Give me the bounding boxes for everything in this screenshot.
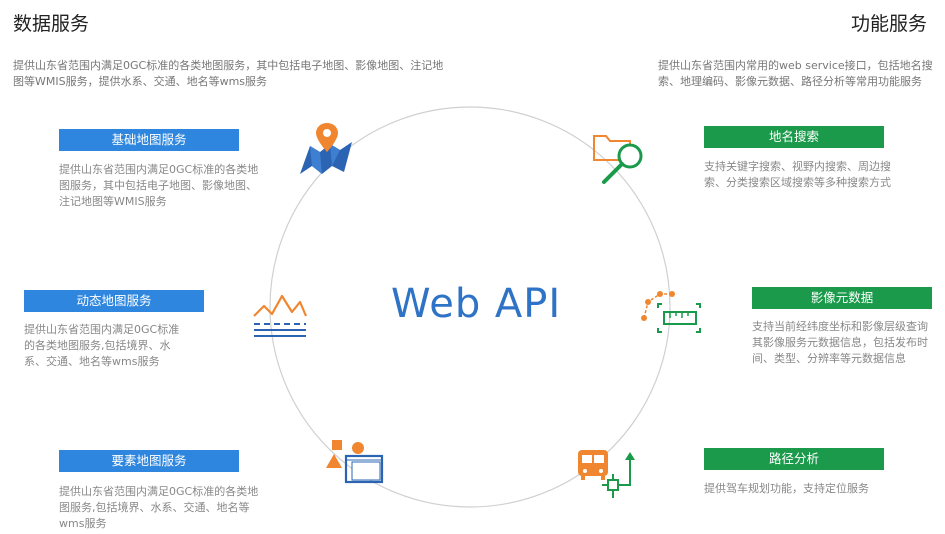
measure-ruler-icon [641,291,701,333]
data-service-desc-basic: 提供山东省范围内满足0GC标准的各类地图服务，其中包括电子地图、影像地图、注记地… [59,163,259,208]
function-service-desc-image-metadata: 支持当前经纬度坐标和影像层级查询其影像服务元数据信息，包括发布时间、类型、分辨率… [752,320,928,365]
bus-route-icon [578,450,635,498]
data-service-desc-feature: 提供山东省范围内满足0GC标准的各类地图服务,包括境界、水系、交通、地名等wms… [59,485,259,530]
shapes-layer-icon [326,440,384,484]
data-service-desc-dynamic: 提供山东省范围内满足0GC标准的各类地图服务,包括境界、水系、交通、地名等wms… [24,323,180,368]
center-title: Web API [391,281,562,327]
left-section-desc: 提供山东省范围内满足0GC标准的各类地图服务，其中包括电子地图、影像地图、注记地… [13,59,444,88]
function-service-label-poi-search[interactable]: 地名搜索 [704,126,884,148]
function-service-desc-poi-search: 支持关键字搜索、视野内搜索、周边搜索、分类搜索区域搜索等多种搜索方式 [704,160,891,189]
data-service-label-dynamic[interactable]: 动态地图服务 [24,290,204,312]
map-pin-icon [300,123,352,174]
function-service-label-image-metadata[interactable]: 影像元数据 [752,287,932,309]
right-section-title: 功能服务 [851,13,928,35]
right-section-desc: 提供山东省范围内常用的web service接口，包括地名搜索、地理编码、影像元… [658,59,933,88]
left-section-title: 数据服务 [13,13,90,35]
function-service-desc-route-analysis: 提供驾车规划功能，支持定位服务 [704,482,869,495]
data-service-label-basic[interactable]: 基础地图服务 [59,129,239,151]
data-service-label-feature[interactable]: 要素地图服务 [59,450,239,472]
function-service-label-route-analysis[interactable]: 路径分析 [704,448,884,470]
folder-search-icon [593,135,643,184]
terrain-line-icon [253,294,308,337]
